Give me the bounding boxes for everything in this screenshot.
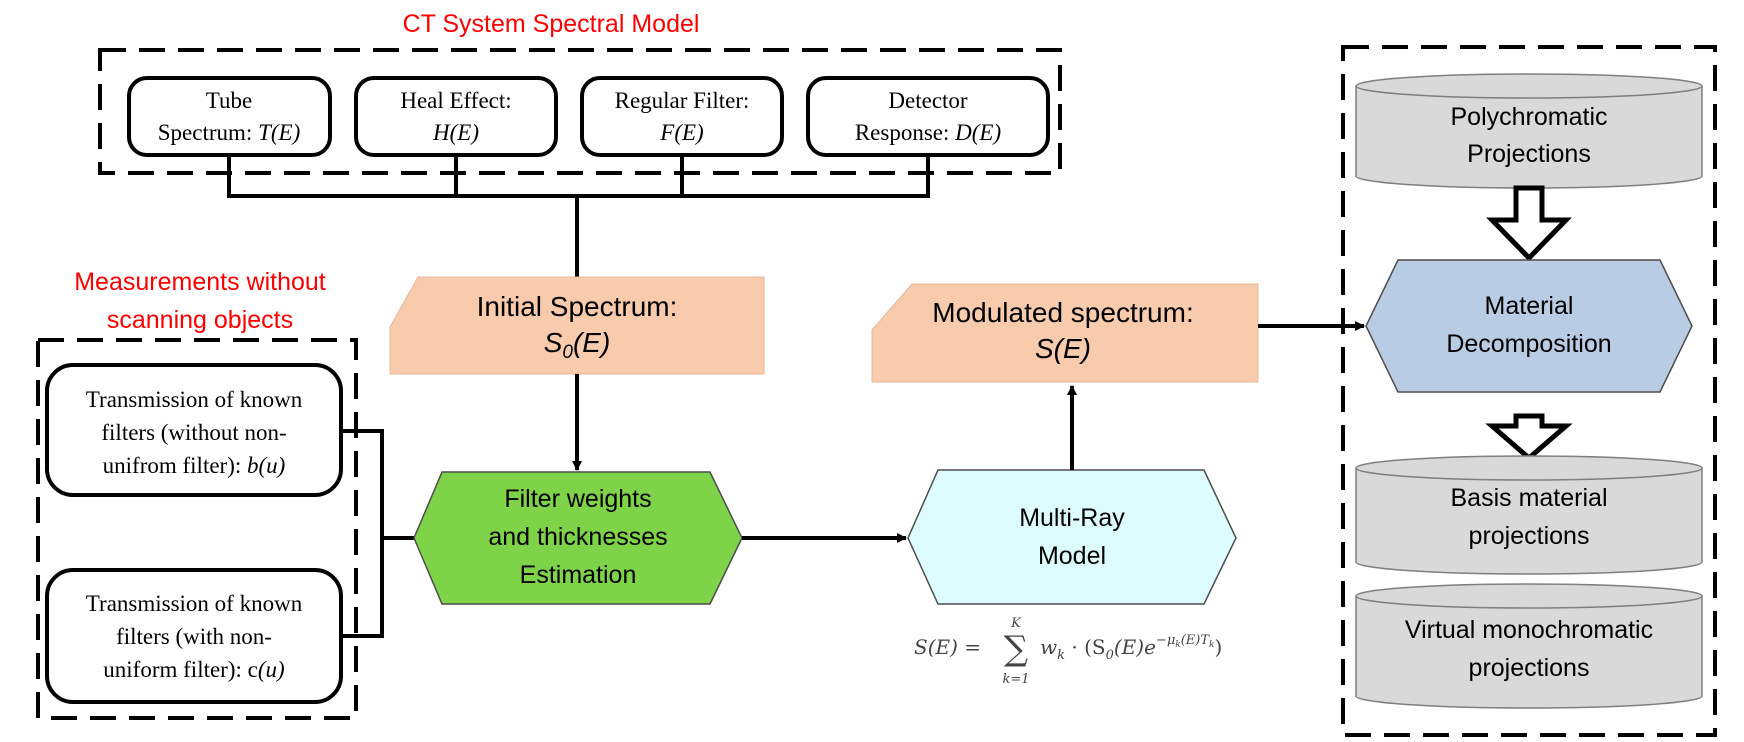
formula-sum-bottom: k=1: [1002, 672, 1029, 687]
heal-effect-line2: H(E): [432, 120, 479, 145]
basis-material-line1: Basis material: [1451, 484, 1608, 512]
transmission-box-2-line3: uniform filter): c(u): [103, 657, 284, 682]
measurements-title-line2: scanning objects: [107, 306, 293, 334]
virtual-monochromatic-line1: Virtual monochromatic: [1405, 616, 1653, 644]
measurements-group: Measurements without scanning objects Tr…: [36, 268, 416, 720]
modulated-spectrum-line1: Modulated spectrum:: [932, 297, 1193, 328]
filter-estimation-hexagon: [413, 471, 743, 605]
material-decomposition-block: Material Decomposition: [1365, 259, 1693, 393]
formula-sum-top: K: [1010, 616, 1022, 631]
modulated-spectrum-line2: S(E): [1035, 333, 1091, 364]
measurements-title-line1: Measurements without: [74, 268, 326, 296]
measurements-dashed-frame: [36, 338, 358, 720]
polychromatic-line2: Projections: [1467, 140, 1591, 168]
material-decomposition-line1: Material: [1485, 292, 1574, 320]
transmission-box-1-line2: filters (without non-: [101, 420, 286, 445]
multi-ray-line1: Multi-Ray: [1019, 504, 1125, 532]
multi-ray-formula: S(E) = K ∑ k=1 wk · (S0(E)e−μk(E)Tk): [914, 616, 1222, 687]
right-panel-dashed-frame: [1341, 45, 1717, 737]
formula-sum-symbol: ∑: [1004, 629, 1028, 669]
modulated-spectrum-shape: [871, 283, 1259, 383]
virtual-monochromatic-cylinder: Virtual monochromatic projections: [1355, 583, 1703, 709]
multi-ray-hexagon: [907, 469, 1237, 605]
modulated-spectrum-block: Modulated spectrum: S(E): [871, 283, 1259, 383]
transmission-box-2-line1: Transmission of known: [86, 591, 303, 616]
polychromatic-cylinder: Polychromatic Projections: [1355, 73, 1703, 189]
basis-material-cylinder: Basis material projections: [1355, 455, 1703, 575]
detector-response-line1: Detector: [888, 88, 968, 113]
down-arrow-2: [1485, 413, 1573, 462]
multi-ray-line2: Model: [1038, 542, 1106, 570]
material-decomposition-hexagon: [1365, 259, 1693, 393]
down-arrow-1: [1486, 185, 1572, 262]
spectral-model-dashed-frame: [98, 48, 1062, 175]
basis-material-line2: projections: [1469, 522, 1590, 550]
initial-spectrum-block: Initial Spectrum: S0(E): [389, 276, 765, 375]
spectral-model-connector: [227, 155, 930, 278]
spectral-model-group: CT System Spectral Model Tube Spectrum: …: [98, 10, 1062, 278]
measurements-connector: [341, 429, 416, 638]
right-panel-group: Polychromatic Projections Material Decom…: [1341, 45, 1717, 737]
transmission-box-1-line3: unifrom filter): b(u): [103, 453, 286, 478]
heal-effect-line1: Heal Effect:: [400, 88, 511, 113]
regular-filter-line2: F(E): [659, 120, 703, 145]
transmission-box-1-line1: Transmission of known: [86, 387, 303, 412]
polychromatic-line1: Polychromatic: [1451, 103, 1608, 131]
virtual-monochromatic-line2: projections: [1469, 654, 1590, 682]
multi-ray-block: Multi-Ray Model: [907, 469, 1237, 605]
material-decomposition-line2: Decomposition: [1446, 330, 1611, 358]
formula-lhs: S(E) =: [914, 635, 981, 659]
filter-estimation-line2: and thicknesses: [488, 523, 667, 551]
initial-spectrum-line2: S0(E): [544, 327, 611, 363]
tube-spectrum-line2: Spectrum: T(E): [158, 120, 300, 145]
filter-estimation-line1: Filter weights: [504, 485, 651, 513]
tube-spectrum-line1: Tube: [206, 88, 252, 113]
spectral-model-title: CT System Spectral Model: [403, 10, 700, 38]
regular-filter-line1: Regular Filter:: [615, 88, 750, 113]
filter-estimation-line3: Estimation: [520, 561, 637, 589]
filter-estimation-block: Filter weights and thicknesses Estimatio…: [413, 471, 743, 605]
detector-response-line2: Response: D(E): [855, 120, 1001, 145]
transmission-box-2-line2: filters (with non-: [116, 624, 272, 649]
formula-body: wk · (S0(E)e−μk(E)Tk): [1040, 633, 1222, 663]
initial-spectrum-line1: Initial Spectrum:: [477, 291, 678, 322]
